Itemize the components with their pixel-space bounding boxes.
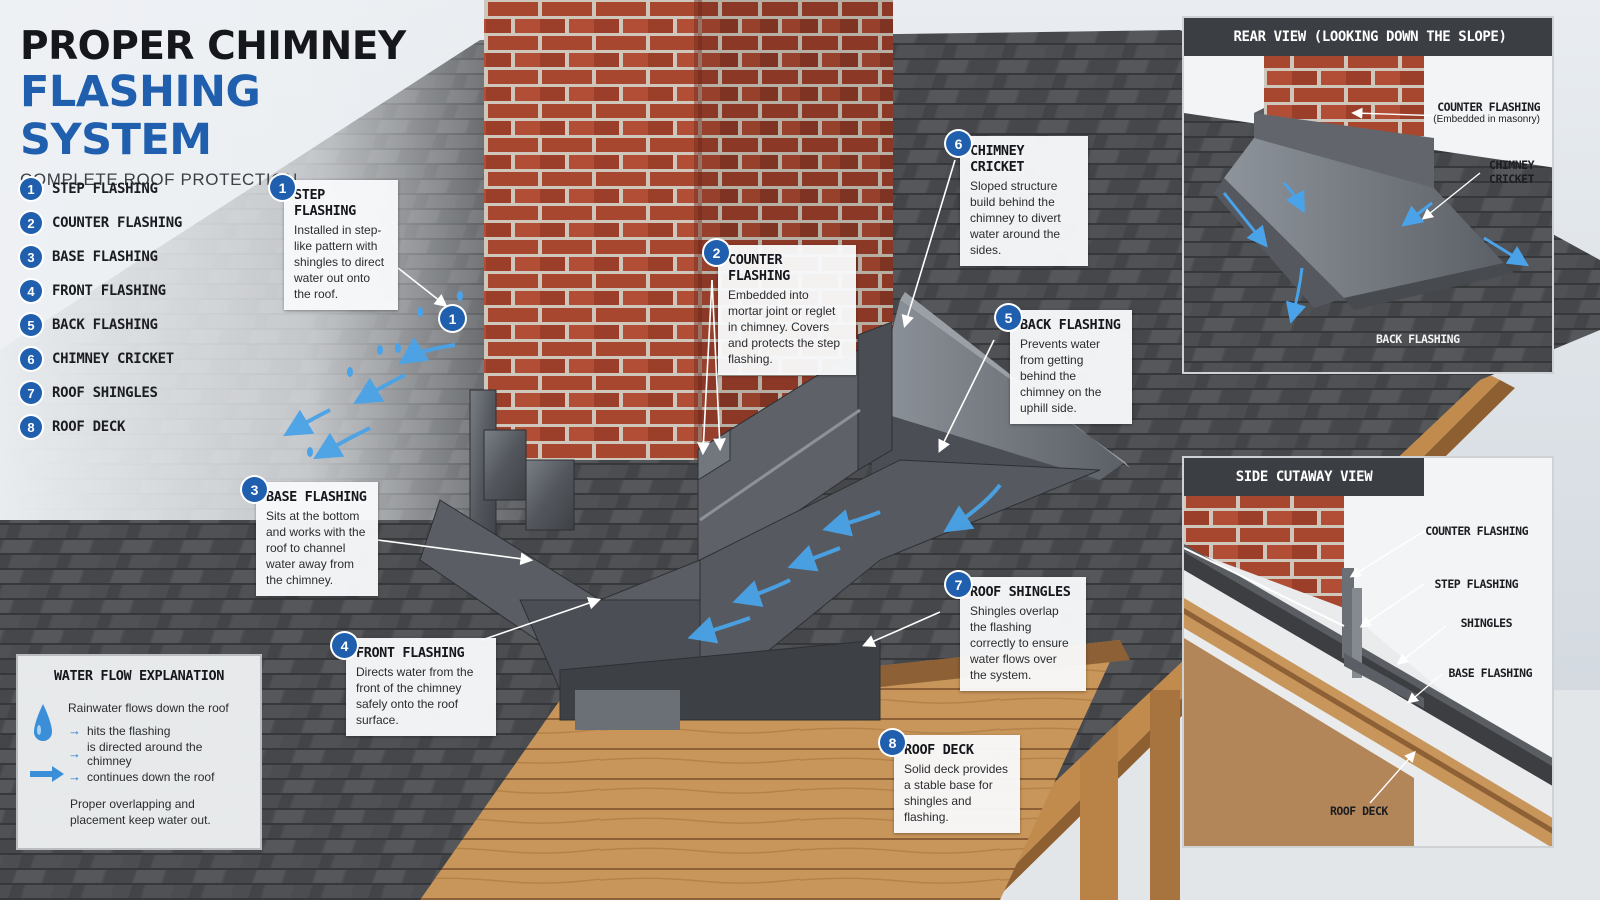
component-legend: 1 STEP FLASHING 2 COUNTER FLASHING 3 BASE F… xyxy=(20,172,260,444)
callout-counter-flashing: 2 COUNTER FLASHING Embedded into mortar … xyxy=(704,240,856,375)
side-label-base-flashing: BASE FLASHING xyxy=(1448,666,1532,680)
arrow-icon: → xyxy=(68,723,81,738)
legend-number: 2 xyxy=(20,212,42,234)
arrow-icon: → xyxy=(68,769,81,784)
callout-number: 2 xyxy=(704,240,729,265)
header: PROPER CHIMNEY FLASHING SYSTEM COMPLETE … xyxy=(20,26,440,190)
side-label-step-flashing: STEP FLASHING xyxy=(1434,577,1518,591)
legend-label: COUNTER FLASHING xyxy=(52,215,183,231)
legend-item: 5 BACK FLASHING xyxy=(20,308,260,342)
callout-text: Directs water from the front of the chim… xyxy=(356,665,474,727)
callout-base-flashing: 3 BASE FLASHING Sits at the bottom and w… xyxy=(242,477,378,596)
legend-item: 7 ROOF SHINGLES xyxy=(20,376,260,410)
water-flow-title: WATER FLOW EXPLANATION xyxy=(53,668,224,684)
callout-front-flashing: 4 FRONT FLASHING Directs water from the … xyxy=(332,633,496,736)
rear-label-back-flashing: BACK FLASHING xyxy=(1376,332,1460,346)
water-flow-step: →continues down the roof xyxy=(68,769,215,784)
step-flashing-marker: 1 xyxy=(440,306,465,331)
callout-number: 3 xyxy=(242,477,267,502)
callout-roof-deck: 8 ROOF DECK Solid deck provides a stable… xyxy=(880,730,1020,833)
callout-step-flashing: 1 STEP FLASHING Installed in step-like p… xyxy=(270,175,398,310)
callout-number: 1 xyxy=(270,175,295,200)
callout-back-flashing: 5 BACK FLASHING Prevents water from gett… xyxy=(996,305,1132,424)
callout-title: ROOF DECK xyxy=(904,742,974,758)
legend-label: STEP FLASHING xyxy=(52,181,158,197)
rear-view-inset: REAR VIEW (LOOKING DOWN THE SLOPE) COUNT… xyxy=(1182,16,1554,374)
title-line-1: PROPER CHIMNEY xyxy=(20,24,406,69)
legend-number: 1 xyxy=(20,178,42,200)
legend-number: 5 xyxy=(20,314,42,336)
callout-title: CHIMNEY CRICKET xyxy=(970,143,1025,175)
legend-item: 1 STEP FLASHING xyxy=(20,172,260,206)
side-cutaway-inset: SIDE CUTAWAY VIEW COUNTER FLASHING STEP … xyxy=(1182,456,1554,848)
water-flow-step: Rainwater flows down the roof xyxy=(68,700,229,715)
rear-view-illustration xyxy=(1184,56,1552,372)
callout-text: Sits at the bottom and works with the ro… xyxy=(266,509,366,587)
callout-text: Installed in step-like pattern with shin… xyxy=(294,223,385,301)
callout-text: Solid deck provides a stable base for sh… xyxy=(904,762,1009,824)
title-line-2: FLASHING SYSTEM xyxy=(20,67,261,165)
callout-title: ROOF SHINGLES xyxy=(970,584,1071,600)
side-view-title: SIDE CUTAWAY VIEW xyxy=(1184,458,1424,496)
arrow-icon: → xyxy=(68,746,81,761)
water-flow-explanation: WATER FLOW EXPLANATION Rainwater flows d… xyxy=(16,654,262,850)
legend-item: 3 BASE FLASHING xyxy=(20,240,260,274)
rear-label-chimney-cricket: CHIMNEY CRICKET xyxy=(1489,158,1534,186)
rear-view-title: REAR VIEW (LOOKING DOWN THE SLOPE) xyxy=(1184,18,1552,56)
callout-title: FRONT FLASHING xyxy=(356,645,465,661)
rear-label-counter-flashing: COUNTER FLASHING (Embedded in masonry) xyxy=(1433,100,1540,125)
callout-text: Prevents water from getting behind the c… xyxy=(1020,337,1102,415)
legend-item: 2 COUNTER FLASHING xyxy=(20,206,260,240)
legend-item: 6 CHIMNEY CRICKET xyxy=(20,342,260,376)
flow-arrow-icon xyxy=(30,766,64,782)
legend-item: 8 ROOF DECK xyxy=(20,410,260,444)
callout-title: BASE FLASHING xyxy=(266,489,367,505)
callout-text: Embedded into mortar joint or reglet in … xyxy=(728,288,841,366)
callout-chimney-cricket: 6 CHIMNEY CRICKET Sloped structure build… xyxy=(946,131,1088,266)
legend-number: 8 xyxy=(20,416,42,438)
legend-number: 7 xyxy=(20,382,42,404)
callout-text: Shingles overlap the flashing correctly … xyxy=(970,604,1069,682)
callout-title: COUNTER FLASHING xyxy=(728,252,790,284)
legend-label: BACK FLASHING xyxy=(52,317,158,333)
callout-number: 7 xyxy=(946,572,971,597)
legend-number: 4 xyxy=(20,280,42,302)
side-label-shingles: SHINGLES xyxy=(1460,616,1513,630)
callout-title: STEP FLASHING xyxy=(294,187,356,219)
water-flow-note: Proper overlapping and placement keep wa… xyxy=(70,797,211,827)
callout-roof-shingles: 7 ROOF SHINGLES Shingles overlap the fla… xyxy=(946,572,1086,691)
water-flow-step: →is directed around the chimney xyxy=(68,739,203,768)
callout-number: 6 xyxy=(946,131,971,156)
callout-text: Sloped structure build behind the chimne… xyxy=(970,179,1061,257)
legend-number: 3 xyxy=(20,246,42,268)
side-label-roof-deck: ROOF DECK xyxy=(1330,804,1388,818)
legend-label: FRONT FLASHING xyxy=(52,283,166,299)
legend-label: CHIMNEY CRICKET xyxy=(52,351,174,367)
water-drop-icon xyxy=(34,704,52,741)
legend-label: ROOF SHINGLES xyxy=(52,385,158,401)
callout-number: 8 xyxy=(880,730,905,755)
callout-number: 5 xyxy=(996,305,1021,330)
legend-number: 6 xyxy=(20,348,42,370)
subtitle: COMPLETE ROOF PROTECTION xyxy=(20,170,298,189)
callout-title: BACK FLASHING xyxy=(1020,317,1121,333)
water-flow-step: →hits the flashing xyxy=(68,723,171,738)
callout-number: 4 xyxy=(332,633,357,658)
side-cutaway-illustration xyxy=(1184,492,1552,846)
legend-item: 4 FRONT FLASHING xyxy=(20,274,260,308)
legend-label: ROOF DECK xyxy=(52,419,126,435)
side-label-counter-flashing: COUNTER FLASHING xyxy=(1425,524,1528,538)
legend-label: BASE FLASHING xyxy=(52,249,158,265)
